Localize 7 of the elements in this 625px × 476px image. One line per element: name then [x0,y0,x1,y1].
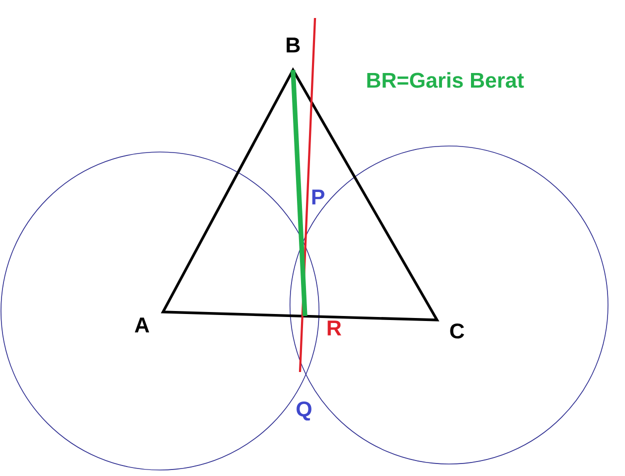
point-label: Q [296,401,312,421]
point-label: B [286,38,300,52]
point-label: R [328,320,342,336]
point-label: P [312,190,324,204]
definition-note: BR=Garis Berat [367,72,524,88]
point-label: A [134,318,150,332]
point-label: C [450,323,464,339]
